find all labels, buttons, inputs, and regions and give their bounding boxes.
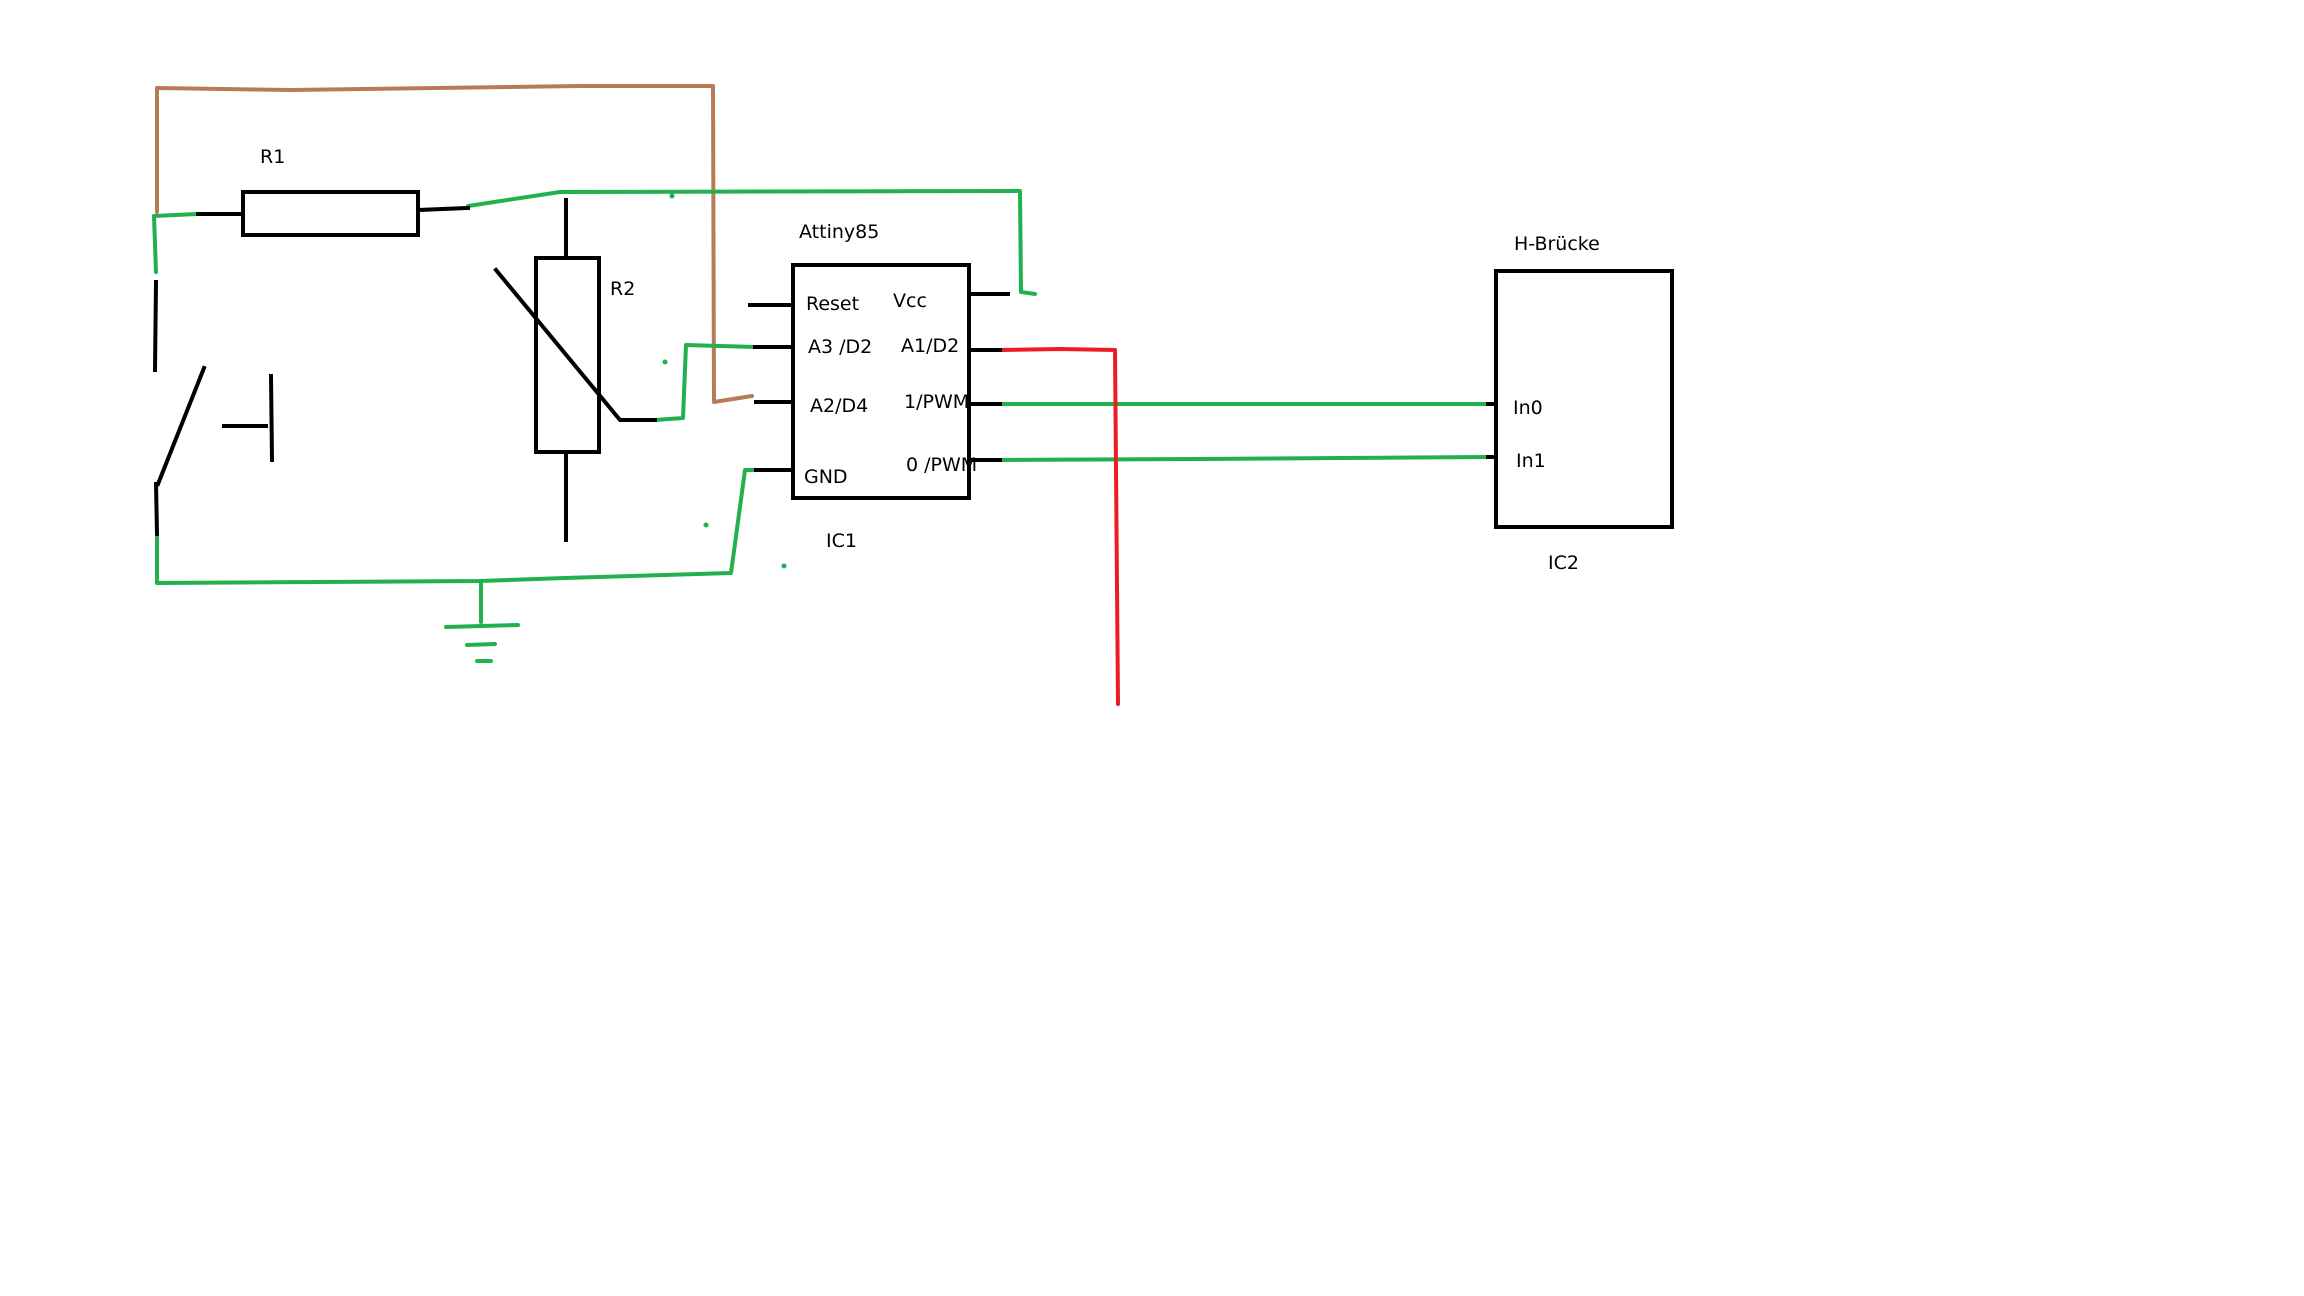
thermistor-r2	[493, 198, 657, 542]
wire-ground-rail	[155, 468, 758, 585]
ic2-designator: IC2	[1548, 552, 1579, 574]
ic1-pin-reset: Reset	[806, 293, 859, 315]
ic1-pin-a3: A3 /D2	[808, 336, 872, 358]
ic1-pin-vcc: Vcc	[893, 290, 927, 312]
ic1-pin-pwm0: 0 /PWM	[906, 454, 977, 476]
ic2-pin-in0: In0	[1513, 397, 1543, 419]
green-dots	[662, 193, 787, 569]
ic2-h-bridge	[1486, 269, 1674, 529]
ic2-pin-in1: In1	[1516, 450, 1546, 472]
wire-vcc-rail	[466, 189, 1037, 296]
wire-pwm0-to-in1	[998, 455, 1490, 462]
wire-brown-feedback	[155, 84, 754, 404]
ic1-designator: IC1	[826, 530, 857, 552]
wire-r2-to-a3	[653, 343, 757, 422]
ic1-pin-a1: A1/D2	[901, 335, 959, 357]
ic1-pin-gnd: GND	[804, 466, 848, 488]
wire-left-top	[152, 212, 199, 274]
ground-bar-2	[465, 642, 497, 647]
resistor-r1	[196, 190, 471, 237]
wire-red-a1	[998, 347, 1120, 706]
ic1-pin-a2: A2/D4	[810, 395, 868, 417]
ground-bar-1	[444, 623, 520, 629]
push-button-switch	[152, 279, 275, 537]
green-wires	[152, 189, 1490, 663]
components	[152, 190, 1674, 542]
ic1-title: Attiny85	[799, 221, 879, 243]
ic1-pin-pwm1: 1/PWM	[904, 391, 969, 413]
r2-label: R2	[610, 278, 635, 300]
r1-label: R1	[260, 146, 285, 168]
ic2-title: H-Brücke	[1514, 233, 1600, 255]
ic1-attiny85	[748, 263, 1010, 500]
